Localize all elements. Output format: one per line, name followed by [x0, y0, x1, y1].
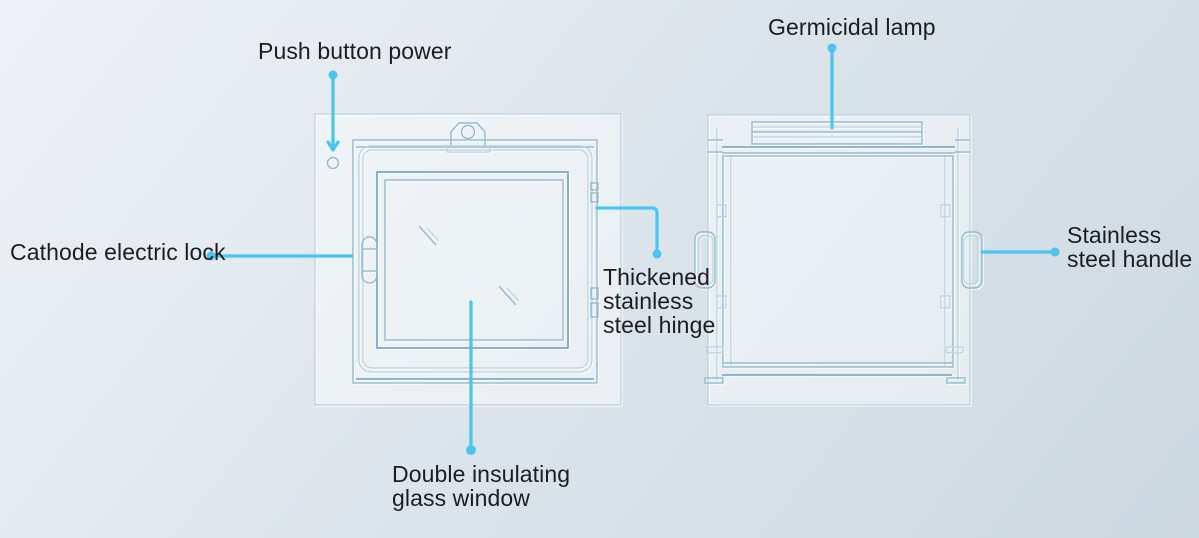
cabinet-body	[716, 128, 959, 380]
right-handle	[961, 231, 983, 289]
callout-stainless-steel-handle	[980, 247, 1060, 257]
arrow-down-icon	[326, 140, 340, 152]
glass-shine-marks	[418, 225, 520, 306]
front-view-outer-frame	[314, 113, 622, 406]
label-germicidal-lamp: Germicidal lamp	[768, 14, 936, 40]
callout-double-insulating-glass-window	[466, 300, 476, 455]
label-stainless-steel-handle: Stainless steel handle	[1067, 222, 1193, 272]
germicidal-lamp-vents	[751, 121, 923, 145]
callout-thickened-hinge	[595, 206, 662, 259]
callout-germicidal-lamp	[827, 43, 837, 130]
side-view-device	[694, 114, 983, 406]
label-thickened-stainless-steel-hinge: Thickened stainless steel hinge	[603, 264, 716, 338]
front-view-device	[314, 113, 622, 406]
callout-push-button-power	[326, 70, 340, 152]
label-push-button-power: Push button power	[258, 38, 452, 64]
frame-posts	[704, 139, 970, 384]
cathode-lock	[361, 236, 378, 284]
label-cathode-electric-lock: Cathode electric lock	[10, 239, 226, 265]
left-handle	[694, 231, 716, 289]
callouts	[206, 43, 1060, 455]
side-view-outer-frame	[707, 114, 971, 406]
top-latch	[446, 122, 491, 153]
door-hinges	[590, 182, 599, 318]
label-double-insulating-glass-window: Double insulating glass window	[392, 461, 571, 511]
power-button	[326, 156, 340, 170]
top-cross-band	[722, 146, 955, 154]
callout-cathode-electric-lock	[206, 251, 354, 261]
